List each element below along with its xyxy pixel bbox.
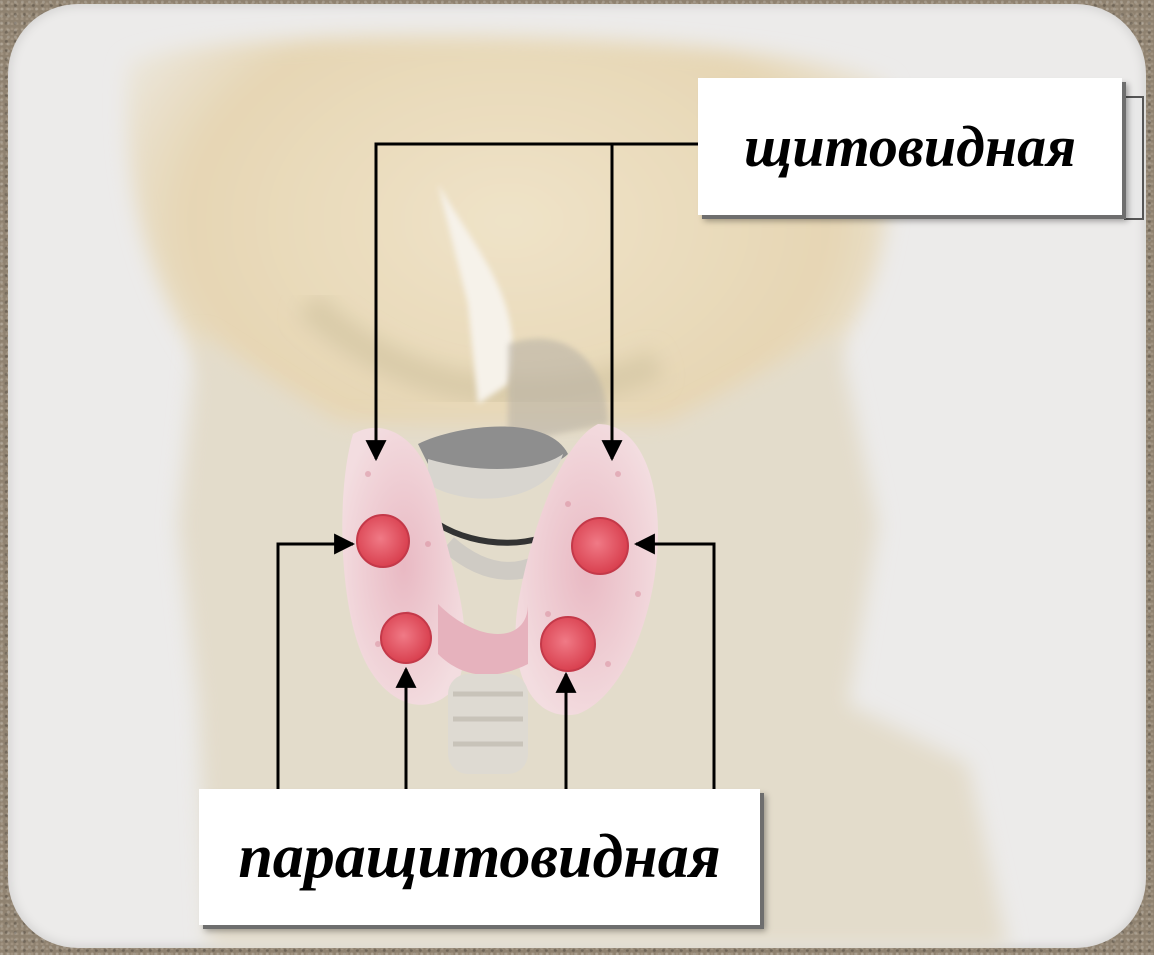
label-box-edge [1124,96,1144,220]
parathyroid-pointer-line [278,544,353,789]
thyroid-label: щитовидная [698,78,1122,215]
thyroid-pointer-line [376,144,698,459]
parathyroid-label: паращитовидная [199,789,760,925]
parathyroid-label-text: паращитовидная [238,822,720,893]
slide-panel: щитовидная паращитовидная [8,4,1146,948]
thyroid-label-text: щитовидная [744,113,1076,180]
parathyroid-pointer-line [636,544,714,789]
